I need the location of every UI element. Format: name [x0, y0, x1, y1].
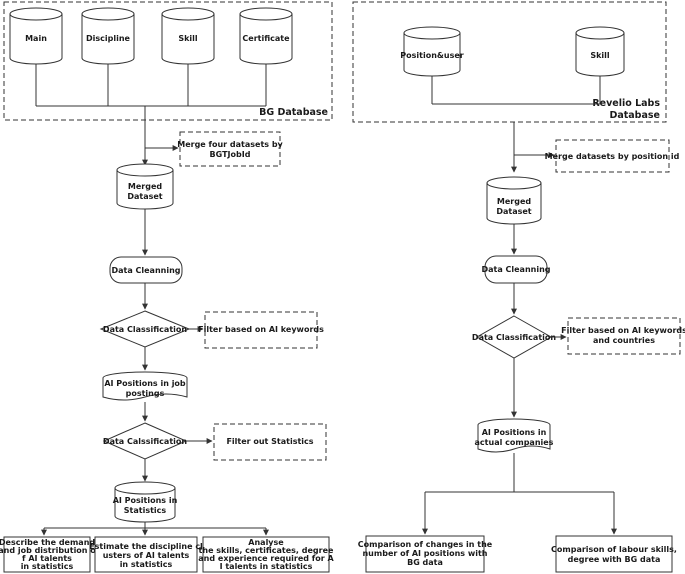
- svg-text:number of AI positions with: number of AI positions with: [362, 549, 487, 558]
- bg-database-title: BG Database: [259, 107, 328, 118]
- svg-text:Analyse: Analyse: [248, 538, 284, 547]
- cylinder-position-user: Position&user: [400, 26, 464, 77]
- svg-text:degree with BG data: degree with BG data: [568, 555, 661, 564]
- revelio-database-title-line-1: Revelio Labs: [592, 98, 660, 109]
- left-output-analyse-skills: Analyse the skills, certificates, degree…: [198, 536, 335, 573]
- svg-text:in statistics: in statistics: [21, 562, 74, 571]
- svg-text:Main: Main: [25, 34, 47, 43]
- right-merged-dataset: Merged Dataset: [486, 176, 542, 225]
- svg-text:BG data: BG data: [407, 558, 443, 567]
- svg-text:Dataset: Dataset: [496, 207, 531, 216]
- left-output-describe-demand: Describe the demand and job distribution…: [0, 536, 96, 573]
- svg-text:AI Positions in: AI Positions in: [113, 496, 178, 505]
- right-output-compare-positions: Comparison of changes in the number of A…: [358, 535, 493, 573]
- right-merge-note: Merge datasets by position id: [545, 139, 680, 173]
- left-output-estimate-clusters: Estimate the discipline cl usters of AI …: [89, 536, 203, 573]
- cylinder-main: Main: [9, 7, 63, 65]
- svg-text:Filter based on AI keywords: Filter based on AI keywords: [198, 325, 324, 334]
- svg-text:Estimate the discipline cl: Estimate the discipline cl: [89, 542, 203, 551]
- revelio-database-container: [352, 1, 667, 123]
- left-classification-1: Data Classification: [99, 310, 191, 348]
- right-data-cleaning: Data Cleanning: [481, 255, 551, 284]
- revelio-database-title-line-2: Database: [609, 110, 660, 121]
- svg-text:in statistics: in statistics: [120, 560, 173, 569]
- right-merge-connectors: [431, 76, 601, 173]
- cylinder-skill: Skill: [161, 7, 215, 65]
- svg-text:AI Positions in job: AI Positions in job: [104, 379, 186, 388]
- svg-text:f AI talents: f AI talents: [22, 554, 72, 563]
- right-output-compare-skills: Comparison of labour skills, degree with…: [551, 535, 677, 573]
- svg-text:Merged: Merged: [128, 182, 162, 191]
- svg-text:Data Cleanning: Data Cleanning: [111, 266, 180, 275]
- svg-text:Data Cleanning: Data Cleanning: [481, 265, 550, 274]
- svg-text:Data Classification: Data Classification: [472, 333, 556, 342]
- svg-text:Merged: Merged: [497, 197, 531, 206]
- svg-text:Discipline: Discipline: [86, 34, 131, 43]
- svg-text:Position&user: Position&user: [400, 51, 463, 60]
- svg-text:postings: postings: [126, 389, 165, 398]
- svg-text:Merge datasets by position id: Merge datasets by position id: [545, 152, 680, 161]
- right-classification: Data Classification: [472, 315, 556, 359]
- right-output-connectors: [422, 453, 617, 535]
- svg-text:and countries: and countries: [593, 336, 655, 345]
- left-data-cleaning: Data Cleanning: [109, 256, 183, 284]
- svg-text:and experience required for A: and experience required for A: [198, 554, 334, 563]
- svg-text:usters of AI talents: usters of AI talents: [103, 551, 190, 560]
- left-filter-2: Filter out Statistics: [213, 423, 327, 461]
- bg-database-container: [3, 1, 333, 121]
- svg-text:the skills, certificates, degr: the skills, certificates, degree: [199, 546, 334, 555]
- left-merged-dataset: Merged Dataset: [116, 163, 174, 210]
- svg-text:Describe the demand: Describe the demand: [0, 538, 95, 547]
- svg-text:Comparison of labour skills,: Comparison of labour skills,: [551, 545, 677, 554]
- svg-text:BGTJobId: BGTJobId: [210, 150, 251, 159]
- left-classification-2: Data Calssification: [102, 422, 187, 460]
- left-filter-1: Filter based on AI keywords: [198, 311, 324, 349]
- right-ai-positions-companies: AI Positions in actual companies: [475, 418, 554, 453]
- cylinder-discipline: Discipline: [81, 7, 135, 65]
- cylinder-certificate: Certificate: [239, 7, 293, 65]
- svg-text:actual companies: actual companies: [475, 438, 554, 447]
- svg-text:Merge four datasets by: Merge four datasets by: [177, 140, 283, 149]
- svg-text:Filter based on AI keywords: Filter based on AI keywords: [561, 326, 685, 335]
- left-merge-note: Merge four datasets by BGTJobId: [177, 131, 284, 167]
- svg-text:Data Classification: Data Classification: [103, 325, 187, 334]
- svg-text:Comparison of changes in the: Comparison of changes in the: [358, 540, 493, 549]
- svg-text:Statistics: Statistics: [124, 506, 167, 515]
- left-merge-connectors: [35, 64, 267, 166]
- right-filter: Filter based on AI keywords and countrie…: [561, 317, 685, 355]
- left-ai-positions-postings: AI Positions in job postings: [102, 371, 188, 401]
- left-ai-positions-statistics: AI Positions in Statistics: [113, 481, 178, 523]
- svg-text:I talents in statistics: I talents in statistics: [220, 562, 313, 571]
- svg-text:Certificate: Certificate: [242, 34, 290, 43]
- svg-text:Data Calssification: Data Calssification: [103, 437, 187, 446]
- svg-text:Skill: Skill: [178, 34, 198, 43]
- svg-text:Dataset: Dataset: [127, 192, 162, 201]
- left-output-connectors: [41, 522, 269, 536]
- svg-text:Skill: Skill: [590, 51, 610, 60]
- svg-text:Filter out Statistics: Filter out Statistics: [226, 437, 313, 446]
- cylinder-skill-revelio: Skill: [575, 26, 625, 77]
- svg-text:AI Positions in: AI Positions in: [482, 428, 547, 437]
- svg-text:and job distribution o: and job distribution o: [0, 546, 96, 555]
